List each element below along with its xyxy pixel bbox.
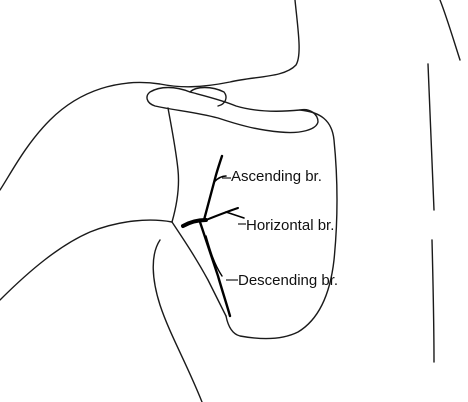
- artery-trunk: [183, 220, 206, 226]
- torso-line-lower: [432, 240, 434, 362]
- label-ascending-branch: Ascending br.: [231, 169, 322, 184]
- label-horizontal-branch: Horizontal br.: [246, 218, 334, 233]
- artery-descending-branch: [200, 222, 230, 316]
- artery-horizontal-twig: [226, 212, 244, 218]
- arm-outline-lateral: [0, 220, 172, 300]
- torso-line-upper: [428, 64, 434, 210]
- artery-descending-twig: [206, 236, 222, 276]
- label-descending-branch: Descending br.: [238, 273, 338, 288]
- artery-ascending-branch: [204, 156, 222, 220]
- neck-shoulder-outline: [0, 0, 299, 190]
- arm-outline-medial: [153, 240, 202, 402]
- acromion-outline: [147, 88, 318, 133]
- neck-right-line: [440, 0, 460, 60]
